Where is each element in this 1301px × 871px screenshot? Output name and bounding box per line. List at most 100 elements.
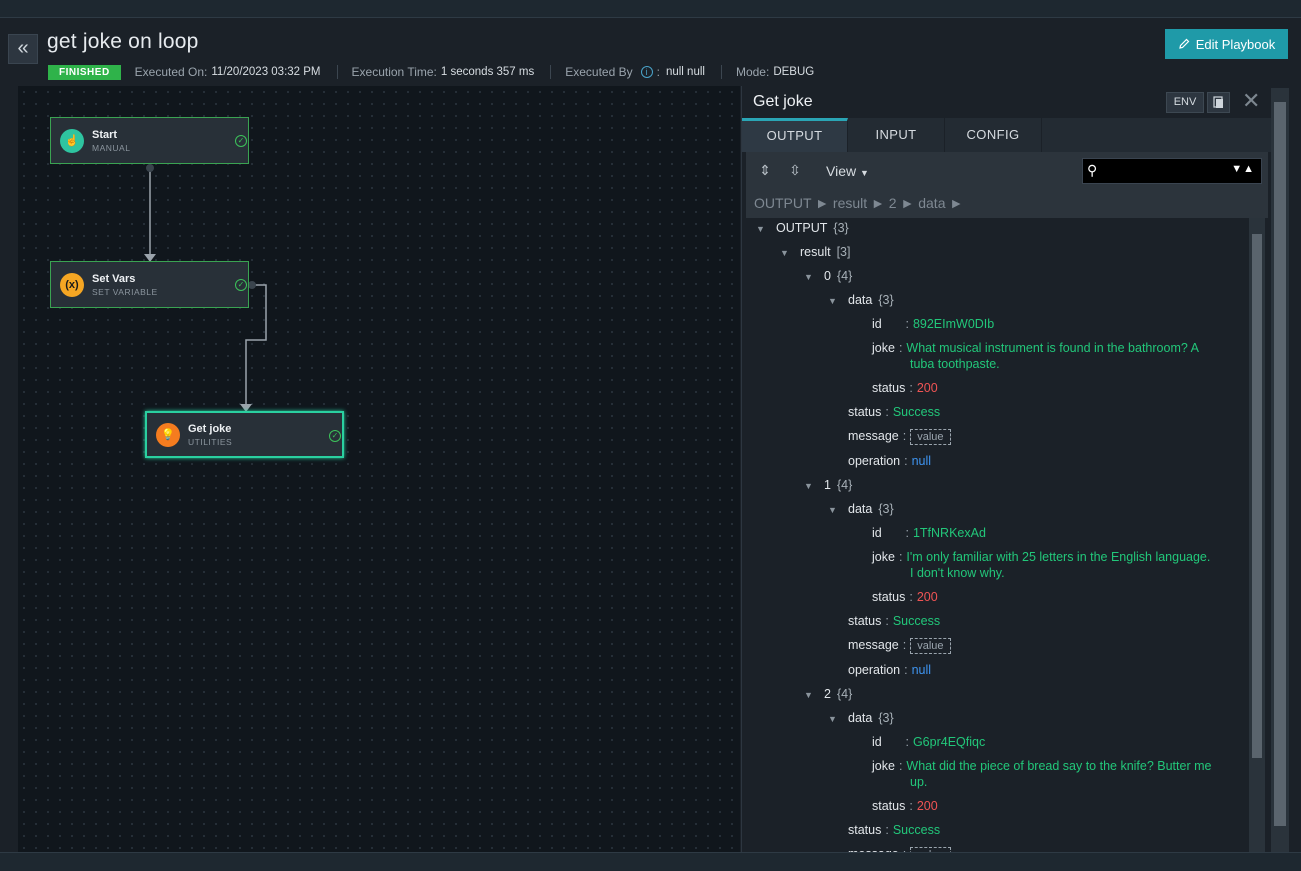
tree-text: :: [904, 663, 908, 677]
caret-down-icon[interactable]: ▼: [780, 248, 789, 258]
env-button[interactable]: ENV: [1166, 92, 1204, 113]
tree-result[interactable]: result[3]: [800, 245, 850, 259]
edit-playbook-button[interactable]: Edit Playbook: [1165, 29, 1288, 59]
top-bar: [0, 0, 1301, 18]
tree-value: null: [911, 454, 932, 468]
check-icon: ✓: [235, 135, 247, 147]
copy-icon[interactable]: [1207, 92, 1230, 113]
tree-key: status: [848, 405, 882, 419]
tree-field[interactable]: status:200: [872, 799, 938, 813]
tree-field[interactable]: operation:null: [848, 663, 931, 677]
tree-text: :: [909, 590, 913, 604]
caret-down-icon[interactable]: ▼: [804, 690, 813, 700]
lightbulb-icon: 💡: [156, 422, 180, 447]
tab-output[interactable]: OUTPUT: [742, 118, 848, 152]
tree-text: :: [885, 614, 889, 628]
tree-field[interactable]: id :892EImW0DIb: [872, 317, 994, 331]
tree-count: [3]: [836, 245, 851, 259]
breadcrumb: OUTPUT ► result ► 2 ► data ►: [746, 192, 1268, 218]
step-detail-panel: Get joke ENV ✕ OUTPUT INPUT CONFIG ⇕ ⇳ V…: [741, 86, 1289, 852]
tab-config[interactable]: CONFIG: [945, 118, 1042, 152]
panel-tabs: OUTPUT INPUT CONFIG: [742, 118, 1274, 152]
tree-count: {3}: [878, 711, 894, 725]
status-badge: FINISHED: [48, 64, 121, 80]
tree-field[interactable]: status:200: [872, 381, 938, 395]
node-start[interactable]: ☝ Start MANUAL ✓: [50, 117, 249, 164]
tree-field[interactable]: id :1TfNRKexAd: [872, 526, 986, 540]
tree-key: joke: [872, 341, 895, 355]
tree-value: up.: [910, 775, 928, 789]
node-set-vars[interactable]: (x) Set Vars SET VARIABLE ✓: [50, 261, 249, 308]
tree-field[interactable]: status:Success: [848, 823, 940, 837]
tree-field[interactable]: joke:What did the piece of bread say to …: [872, 759, 1211, 773]
tree-scrollbar[interactable]: [1249, 218, 1265, 852]
scroll-thumb[interactable]: [1252, 234, 1262, 758]
bottom-bar: [0, 852, 1301, 871]
tree-text: :: [898, 759, 903, 773]
panel-scrollbar[interactable]: [1271, 88, 1289, 852]
caret-down-icon: ▼: [859, 168, 869, 178]
tree-key: operation: [848, 663, 901, 677]
json-tree[interactable]: ▼OUTPUT{3}▼result[3]▼0{4}▼data{3}id :892…: [746, 218, 1250, 852]
tree-field[interactable]: message:value: [848, 847, 951, 852]
mode-label: Mode:: [735, 65, 770, 79]
caret-down-icon[interactable]: ▼: [828, 505, 837, 515]
caret-down-icon[interactable]: ▼: [804, 481, 813, 491]
tree-key: status: [872, 799, 906, 813]
search-nav-arrows[interactable]: ▼▲: [1231, 163, 1255, 175]
tree-data[interactable]: data{3}: [848, 502, 894, 516]
empty-value-box: value: [910, 847, 951, 852]
info-icon[interactable]: i: [640, 66, 653, 78]
executed-on-label: Executed On:: [134, 65, 208, 79]
tree-field[interactable]: id :G6pr4EQfiqc: [872, 735, 985, 749]
scroll-thumb[interactable]: [1274, 102, 1286, 826]
tree-data[interactable]: data{3}: [848, 711, 894, 725]
tree-field[interactable]: message:value: [848, 638, 951, 654]
tree-field[interactable]: status:Success: [848, 614, 940, 628]
tree-field[interactable]: status:200: [872, 590, 938, 604]
tree-item[interactable]: 1{4}: [824, 478, 852, 492]
node-get-joke[interactable]: 💡 Get joke UTILITIES ✓: [145, 411, 344, 458]
tree-value: Success: [892, 405, 941, 419]
caret-down-icon[interactable]: ▼: [828, 714, 837, 724]
playbook-canvas[interactable]: ☝ Start MANUAL ✓ (x) Set Vars SET VARIAB…: [18, 86, 740, 852]
tree-key: data: [848, 502, 873, 516]
collapse-all-icon[interactable]: ⇳: [789, 162, 801, 178]
tree-value: 200: [916, 799, 938, 813]
tree-key: message: [848, 847, 899, 852]
check-icon: ✓: [235, 279, 247, 291]
tree-field[interactable]: status:Success: [848, 405, 940, 419]
execution-time-value: 1 seconds 357 ms: [440, 66, 535, 78]
tree-field[interactable]: joke:What musical instrument is found in…: [872, 341, 1199, 355]
tree-key: joke: [872, 759, 895, 773]
caret-down-icon[interactable]: ▼: [828, 296, 837, 306]
tree-field[interactable]: operation:null: [848, 454, 931, 468]
tree-data[interactable]: data{3}: [848, 293, 894, 307]
tree-text: :: [885, 405, 889, 419]
tree-key: status: [872, 381, 906, 395]
executed-by-label: Executed By: [565, 65, 633, 79]
search-input[interactable]: [1105, 162, 1225, 180]
divider: [550, 65, 552, 79]
tab-input[interactable]: INPUT: [848, 118, 945, 152]
tree-field[interactable]: joke:I'm only familiar with 25 letters i…: [872, 550, 1210, 564]
tree-field[interactable]: message:value: [848, 429, 951, 445]
search-box: ⚲ ▼▲: [1082, 158, 1262, 184]
tree-item[interactable]: 2{4}: [824, 687, 852, 701]
expand-all-icon[interactable]: ⇕: [759, 162, 771, 178]
collapse-back-button[interactable]: «: [8, 34, 38, 64]
node-type: SET VARIABLE: [92, 286, 158, 297]
tree-key: operation: [848, 454, 901, 468]
tree-count: {3}: [878, 293, 894, 307]
tree-text: :: [909, 799, 913, 813]
view-dropdown[interactable]: View ▼: [826, 163, 869, 179]
caret-down-icon[interactable]: ▼: [756, 224, 765, 234]
tree-value: null: [911, 663, 932, 677]
tree-item[interactable]: 0{4}: [824, 269, 852, 283]
tree-root[interactable]: OUTPUT{3}: [776, 221, 849, 235]
tree-text: :: [909, 381, 913, 395]
caret-down-icon[interactable]: ▼: [804, 272, 813, 282]
close-icon[interactable]: ✕: [1242, 88, 1261, 113]
connector-lines: [144, 164, 267, 412]
tree-key: id: [872, 317, 882, 331]
